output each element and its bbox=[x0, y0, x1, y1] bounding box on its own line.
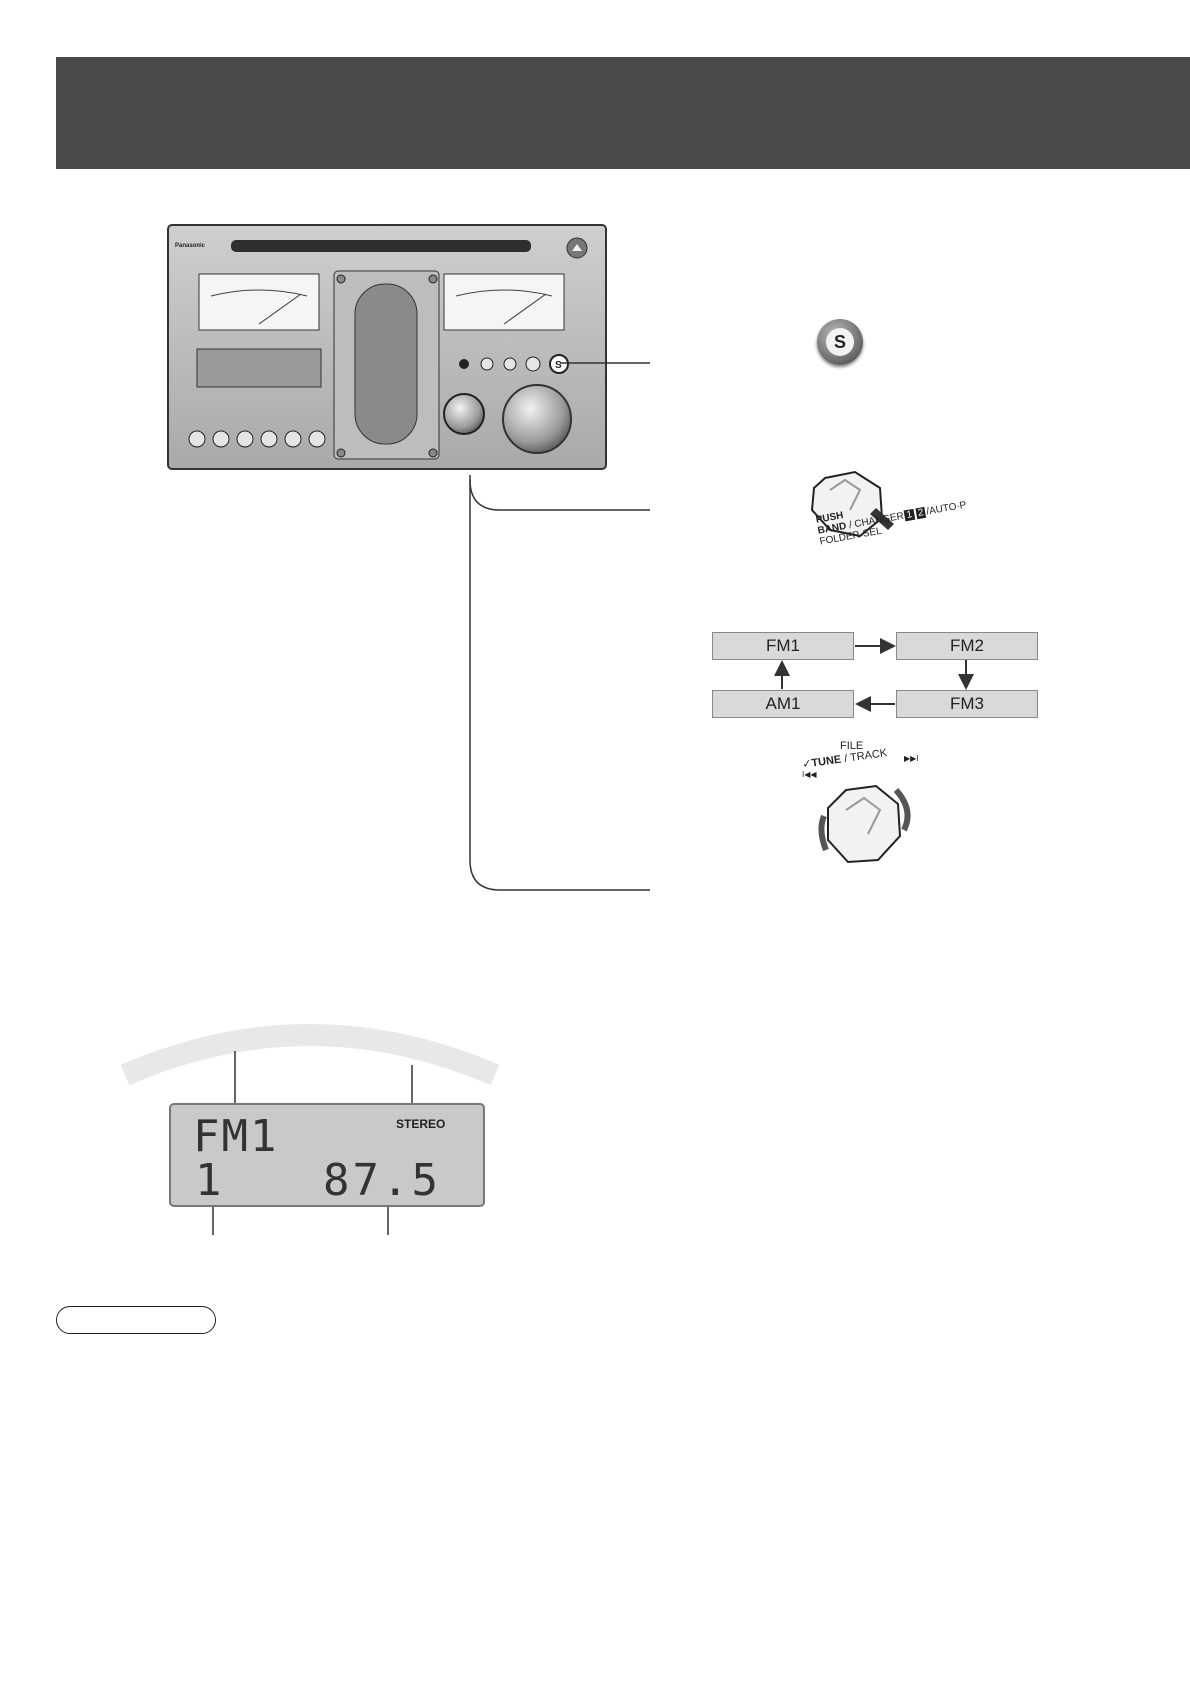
lcd-preset-number: 1 bbox=[195, 1155, 222, 1206]
tune-label: TUNE bbox=[810, 753, 843, 770]
lcd-stereo-indicator: STEREO bbox=[396, 1117, 446, 1131]
lcd-screen: FM1 STEREO 1 87.5 bbox=[169, 1103, 485, 1207]
preset-buttons[interactable] bbox=[188, 430, 326, 448]
callout-lines bbox=[469, 362, 650, 891]
band-cycle-diagram: FM1 FM2 AM1 FM3 bbox=[712, 632, 1038, 722]
band-knob-icon[interactable] bbox=[810, 470, 900, 542]
lcd-band: FM1 bbox=[193, 1111, 279, 1162]
lcd-illustration: FM1 STEREO 1 87.5 bbox=[115, 1005, 505, 1235]
header-bar bbox=[56, 57, 1190, 169]
tune-knob-group: FILE ✓TUNE / TRACK I◀◀ ▶▶I bbox=[802, 740, 932, 875]
band-box-fm3: FM3 bbox=[896, 690, 1038, 718]
brand-logo: Panasonic bbox=[175, 243, 206, 249]
s-button-label: S bbox=[826, 328, 854, 356]
prev-icon: I◀◀ bbox=[802, 770, 817, 779]
band-box-am1: AM1 bbox=[712, 690, 854, 718]
badge-1: 1 bbox=[903, 508, 916, 522]
front-panel: Panasonic S bbox=[167, 224, 607, 470]
rotary-knob-icon[interactable] bbox=[816, 780, 916, 870]
s-button[interactable]: S bbox=[817, 319, 863, 365]
band-box-fm1: FM1 bbox=[712, 632, 854, 660]
svg-text:S: S bbox=[555, 360, 562, 371]
file-label: FILE bbox=[840, 740, 864, 752]
next-icon: ▶▶I bbox=[904, 754, 919, 763]
lcd-frequency: 87.5 bbox=[323, 1155, 441, 1206]
band-box-fm2: FM2 bbox=[896, 632, 1038, 660]
lcd-callout-lines bbox=[120, 1024, 500, 1235]
note-pill bbox=[56, 1306, 216, 1334]
cycle-arrows bbox=[774, 638, 974, 712]
